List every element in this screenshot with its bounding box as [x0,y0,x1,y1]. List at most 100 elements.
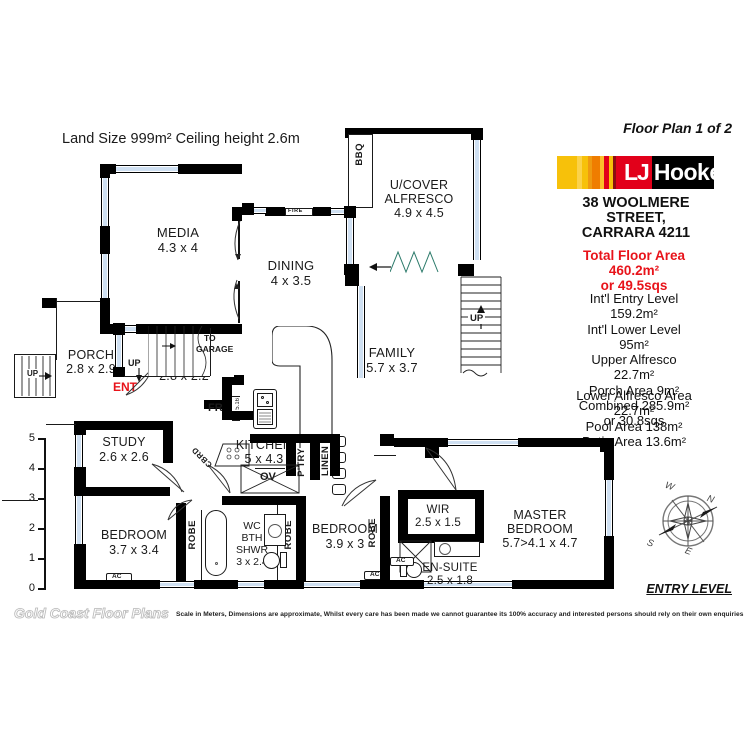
wall [222,377,242,385]
bbq-unit [348,134,373,208]
room-label-family: FAMILY [368,345,416,360]
door-swing-icon [167,499,193,521]
room-dim-kitchen: 5 x 4.3 [244,452,284,466]
room-dim-porch: 2.8 x 2.9 [66,362,116,376]
wall-line [56,298,58,360]
wall [163,421,173,463]
wall [100,164,110,178]
area-item: Pool Area 138m² [585,418,683,434]
window-glass [331,210,353,213]
total-floor-area: Total Floor Area 460.2m² or 49.5sqs [576,248,692,293]
lj-hooker-logo: LJ Hooker [557,156,714,189]
wall [286,434,296,476]
fridge-dim-label: 5.16 [235,398,241,410]
wall [512,580,614,589]
area-item: Int'l Entry Level 159.2m² [589,291,679,322]
porch-up-label: UP [26,369,40,378]
wall [430,438,448,447]
compass-icon [658,495,718,547]
window-glass [475,140,479,260]
wall [100,226,110,254]
up-arrow-icon [136,368,142,382]
direction-arrow-icon [369,263,391,271]
land-size-text: Land Size 999m² Ceiling height 2.6m [62,131,300,147]
wall [74,467,86,489]
area-breakdown-primary: Int'l Entry Level 159.2m² Int'l Lower Le… [576,291,692,429]
window-glass [77,496,81,544]
wall [265,207,285,216]
door-swing-icon [234,220,241,261]
wall [313,207,331,216]
oven-grill-icon [259,412,271,423]
wall [214,580,238,589]
wall [345,128,355,138]
window-glass [77,435,81,467]
wall [398,490,408,538]
wall [74,544,86,580]
bath-label-shwr: SHWR [235,544,269,556]
wall [604,438,614,480]
logo-hooker-text: Hooker [651,156,714,189]
area-item: Lower Alfresco Area 22.7m² [576,388,692,419]
compass-rose: N S E W [645,478,731,564]
window-glass [103,254,107,298]
wall [604,536,614,589]
level-label: ENTRY LEVEL [646,582,732,596]
window-glass [103,178,107,226]
total-area-line-1: Total Floor Area 460.2m² [582,248,685,278]
internal-stairs-icon [148,326,207,377]
ac-label: AC [112,573,122,580]
address-line-2: CARRARA 4211 [581,225,691,241]
window-glass [116,167,178,171]
wall [518,438,532,447]
wall-line [56,301,100,303]
room-dim-bedroom-mid: 3.9 x 3 [325,537,365,551]
area-item: Upper Alfresco 22.7m² [591,352,677,383]
room-label-ensuite: EN-SUITE [422,562,478,574]
wall [355,128,477,134]
wall [178,164,230,174]
robe-label-1: ROBE [187,520,198,550]
wall [345,264,359,286]
wall [475,490,484,538]
bar-stool [332,484,346,495]
room-label-bedroom-mid: BEDROOM [312,522,378,536]
to-garage-label-1: TO [204,333,216,343]
bbq-label: BBQ [354,143,365,166]
wall [344,206,356,218]
wall [113,323,125,335]
wall-line [124,376,210,378]
wall [136,324,242,334]
wall [74,421,170,430]
total-area-line-2: or 49.5sqs [600,278,668,293]
watermark: Gold Coast Floor Plans [14,605,170,622]
wall [228,164,242,174]
wall-line [46,424,76,426]
area-item: Porch Area 9m² [588,382,680,398]
wall [74,580,160,589]
window-glass [254,209,266,212]
door-swing-icon [151,463,185,493]
window-glass [238,583,264,586]
ac-unit [390,557,414,566]
room-sublabel-alfresco: ALFRESCO [384,192,454,206]
window-glass [607,480,611,536]
bench-counter-icon [272,326,333,448]
window-glass [348,218,352,264]
room-label-bedroom-left: BEDROOM [101,528,167,542]
door-swing-icon [207,464,231,494]
bath-label-bth: BTH [241,532,263,544]
wall-line [374,455,396,457]
hall-up-label: UP [126,358,143,368]
wall [194,580,214,589]
area-item: Int'l Lower Level 95m² [587,321,681,352]
wall [232,207,242,221]
wall-line [201,510,203,580]
wall [264,580,304,589]
wall-line [255,468,285,470]
disclaimer-text: Scale in Meters, Dimensions are approxim… [176,611,744,618]
room-dim-bedroom-left: 3.7 x 3.4 [109,543,159,557]
wall [242,203,254,215]
toilet-icon [263,552,280,569]
wall [394,580,424,589]
